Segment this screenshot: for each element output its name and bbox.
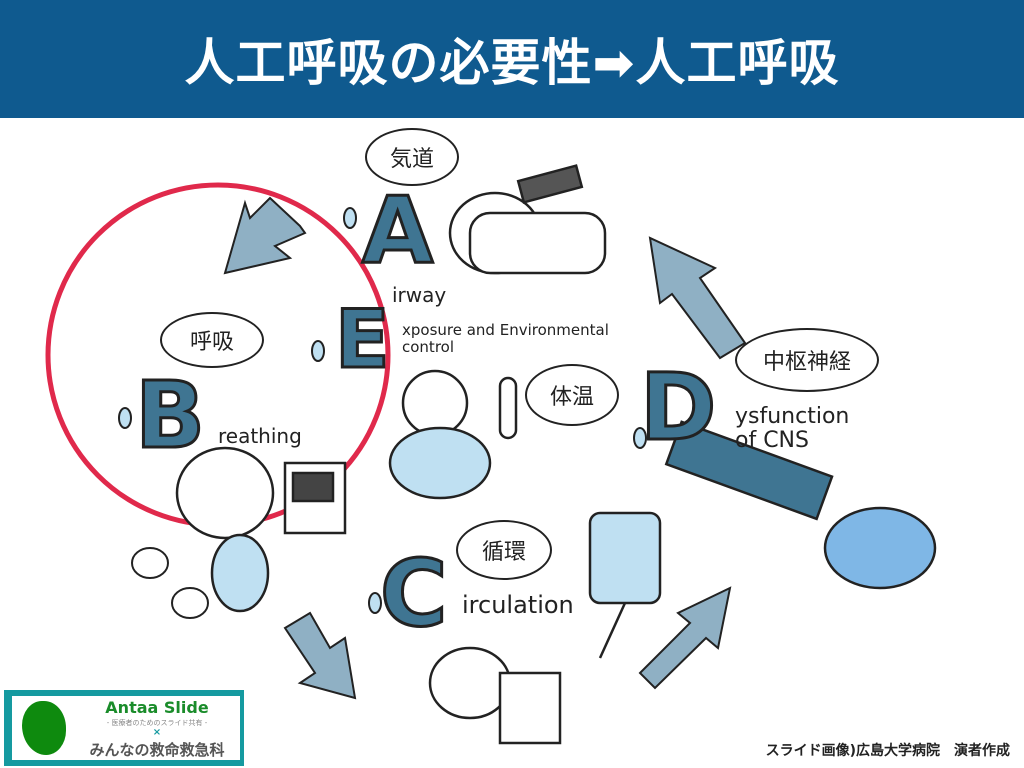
slide-title: 人工呼吸の必要性➡人工呼吸 <box>0 0 1024 118</box>
circulation-bubble: 循環 <box>456 520 552 580</box>
logo-partner: みんなの救命救急科 <box>89 741 225 759</box>
iv-bag <box>588 511 662 605</box>
patient-head-c <box>428 646 512 720</box>
cns-line2: of CNS <box>735 428 809 454</box>
patient-head-b <box>175 446 275 540</box>
patient-head-e <box>401 369 469 437</box>
arrow-c-to-d <box>638 586 732 690</box>
temperature-bubble: 体温 <box>525 364 619 426</box>
arrow-d-to-a <box>648 236 747 360</box>
airway-label: irway <box>392 283 447 307</box>
laryngoscope <box>516 164 584 204</box>
arrow-a-to-b <box>223 196 307 275</box>
cns-bubble: 中枢神経 <box>735 328 879 392</box>
breathing-label: reathing <box>218 424 302 448</box>
letter-a: A <box>360 177 434 284</box>
bag-valve <box>210 533 270 613</box>
thermometer <box>498 376 518 440</box>
letter-b: B <box>133 362 206 469</box>
circulation-label: irculation <box>462 591 574 619</box>
letter-e: E <box>334 293 392 386</box>
blanket <box>388 426 492 500</box>
breathing-bubble: 呼吸 <box>160 312 264 368</box>
blood-vessel <box>664 420 834 521</box>
letter-d: D <box>638 354 717 461</box>
logo-sub: - 医療者のためのスライド共有 - <box>106 719 208 727</box>
logo-name: Antaa Slide <box>105 698 209 717</box>
exposure-line2: control <box>402 337 454 356</box>
logo-x: × <box>152 727 162 738</box>
letter-c: C <box>379 540 450 647</box>
logo-leaf-icon <box>22 701 66 755</box>
airway-pillow <box>468 211 607 275</box>
exposure-line1: xposure and Environmental <box>402 321 609 339</box>
image-credit: スライド画像)広島大学病院 演者作成 <box>765 743 1010 759</box>
cns-line1: ysfunction <box>735 404 850 429</box>
airway-bubble: 気道 <box>365 128 459 186</box>
arrow-b-to-c <box>283 611 357 700</box>
brain <box>823 506 937 590</box>
antaa-logo: Antaa Slide - 医療者のためのスライド共有 - × みんなの救命救急… <box>4 690 244 766</box>
cycle-arrows <box>45 164 937 745</box>
